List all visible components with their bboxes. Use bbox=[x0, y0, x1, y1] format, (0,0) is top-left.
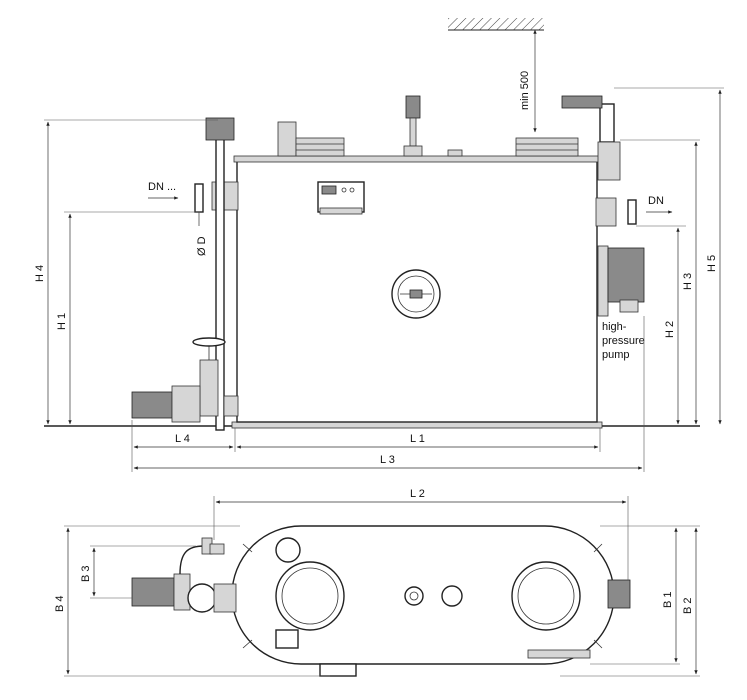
outlet-flange bbox=[595, 197, 617, 227]
vent-valve-right bbox=[561, 95, 603, 109]
center-opening bbox=[441, 585, 463, 607]
center-fitting bbox=[404, 586, 424, 606]
vent-opening bbox=[275, 537, 301, 563]
label-L2: L 2 bbox=[410, 488, 425, 500]
manhole-right bbox=[515, 137, 579, 157]
high-pressure-pump-plate bbox=[597, 245, 609, 317]
label-B1: B 1 bbox=[662, 591, 674, 608]
label-dn-inlet: DN ... bbox=[148, 181, 176, 193]
label-min-500: min 500 bbox=[519, 71, 531, 110]
label-L1: L 1 bbox=[410, 433, 425, 445]
label-L4: L 4 bbox=[175, 433, 190, 445]
vent-pipe-right bbox=[599, 103, 615, 143]
tank-top-plate bbox=[233, 155, 601, 163]
bottom-stub bbox=[319, 663, 357, 677]
manhole-right-plan bbox=[511, 561, 581, 631]
label-H5: H 5 bbox=[706, 255, 718, 272]
label-pump-3: pump bbox=[602, 349, 630, 361]
gate-valve-handwheel bbox=[192, 337, 226, 347]
label-L3: L 3 bbox=[380, 454, 395, 466]
label-dn-outlet: DN bbox=[648, 195, 664, 207]
hose-fitting-plan bbox=[527, 649, 591, 659]
valve-actuator bbox=[405, 95, 421, 119]
label-H2: H 2 bbox=[664, 321, 676, 338]
manhole-left-plan bbox=[275, 561, 345, 631]
outlet-pipe-stub bbox=[627, 199, 637, 225]
pump-motor bbox=[131, 391, 173, 419]
label-B3: B 3 bbox=[80, 565, 92, 582]
label-pump-2: pressure bbox=[602, 335, 645, 347]
label-H3: H 3 bbox=[682, 273, 694, 290]
elevation-view: min 500 DN ... Ø D bbox=[34, 18, 724, 472]
sensor-top bbox=[447, 149, 463, 157]
control-box-plan bbox=[275, 629, 299, 649]
gate-valve-body bbox=[199, 359, 219, 417]
label-B4: B 4 bbox=[54, 595, 66, 612]
tank-base bbox=[231, 421, 603, 429]
high-pressure-pump bbox=[607, 247, 645, 303]
valve-wheel-plan bbox=[187, 583, 217, 613]
plan-view: L 2 B 4 B 3 B 1 B 2 bbox=[54, 488, 700, 677]
inlet-pipe-stub bbox=[194, 183, 204, 213]
label-pump-1: high- bbox=[602, 321, 627, 333]
ceiling-hatch bbox=[448, 18, 544, 30]
label-H1: H 1 bbox=[56, 313, 68, 330]
pump-motor-plan bbox=[131, 577, 175, 607]
label-diameter: Ø D bbox=[196, 236, 208, 256]
hp-pump-plan bbox=[607, 579, 631, 609]
label-H4: H 4 bbox=[34, 265, 46, 282]
label-B2: B 2 bbox=[682, 597, 694, 614]
manhole-left bbox=[295, 137, 345, 157]
top-valve-left bbox=[205, 117, 235, 141]
vent-box bbox=[277, 121, 297, 157]
